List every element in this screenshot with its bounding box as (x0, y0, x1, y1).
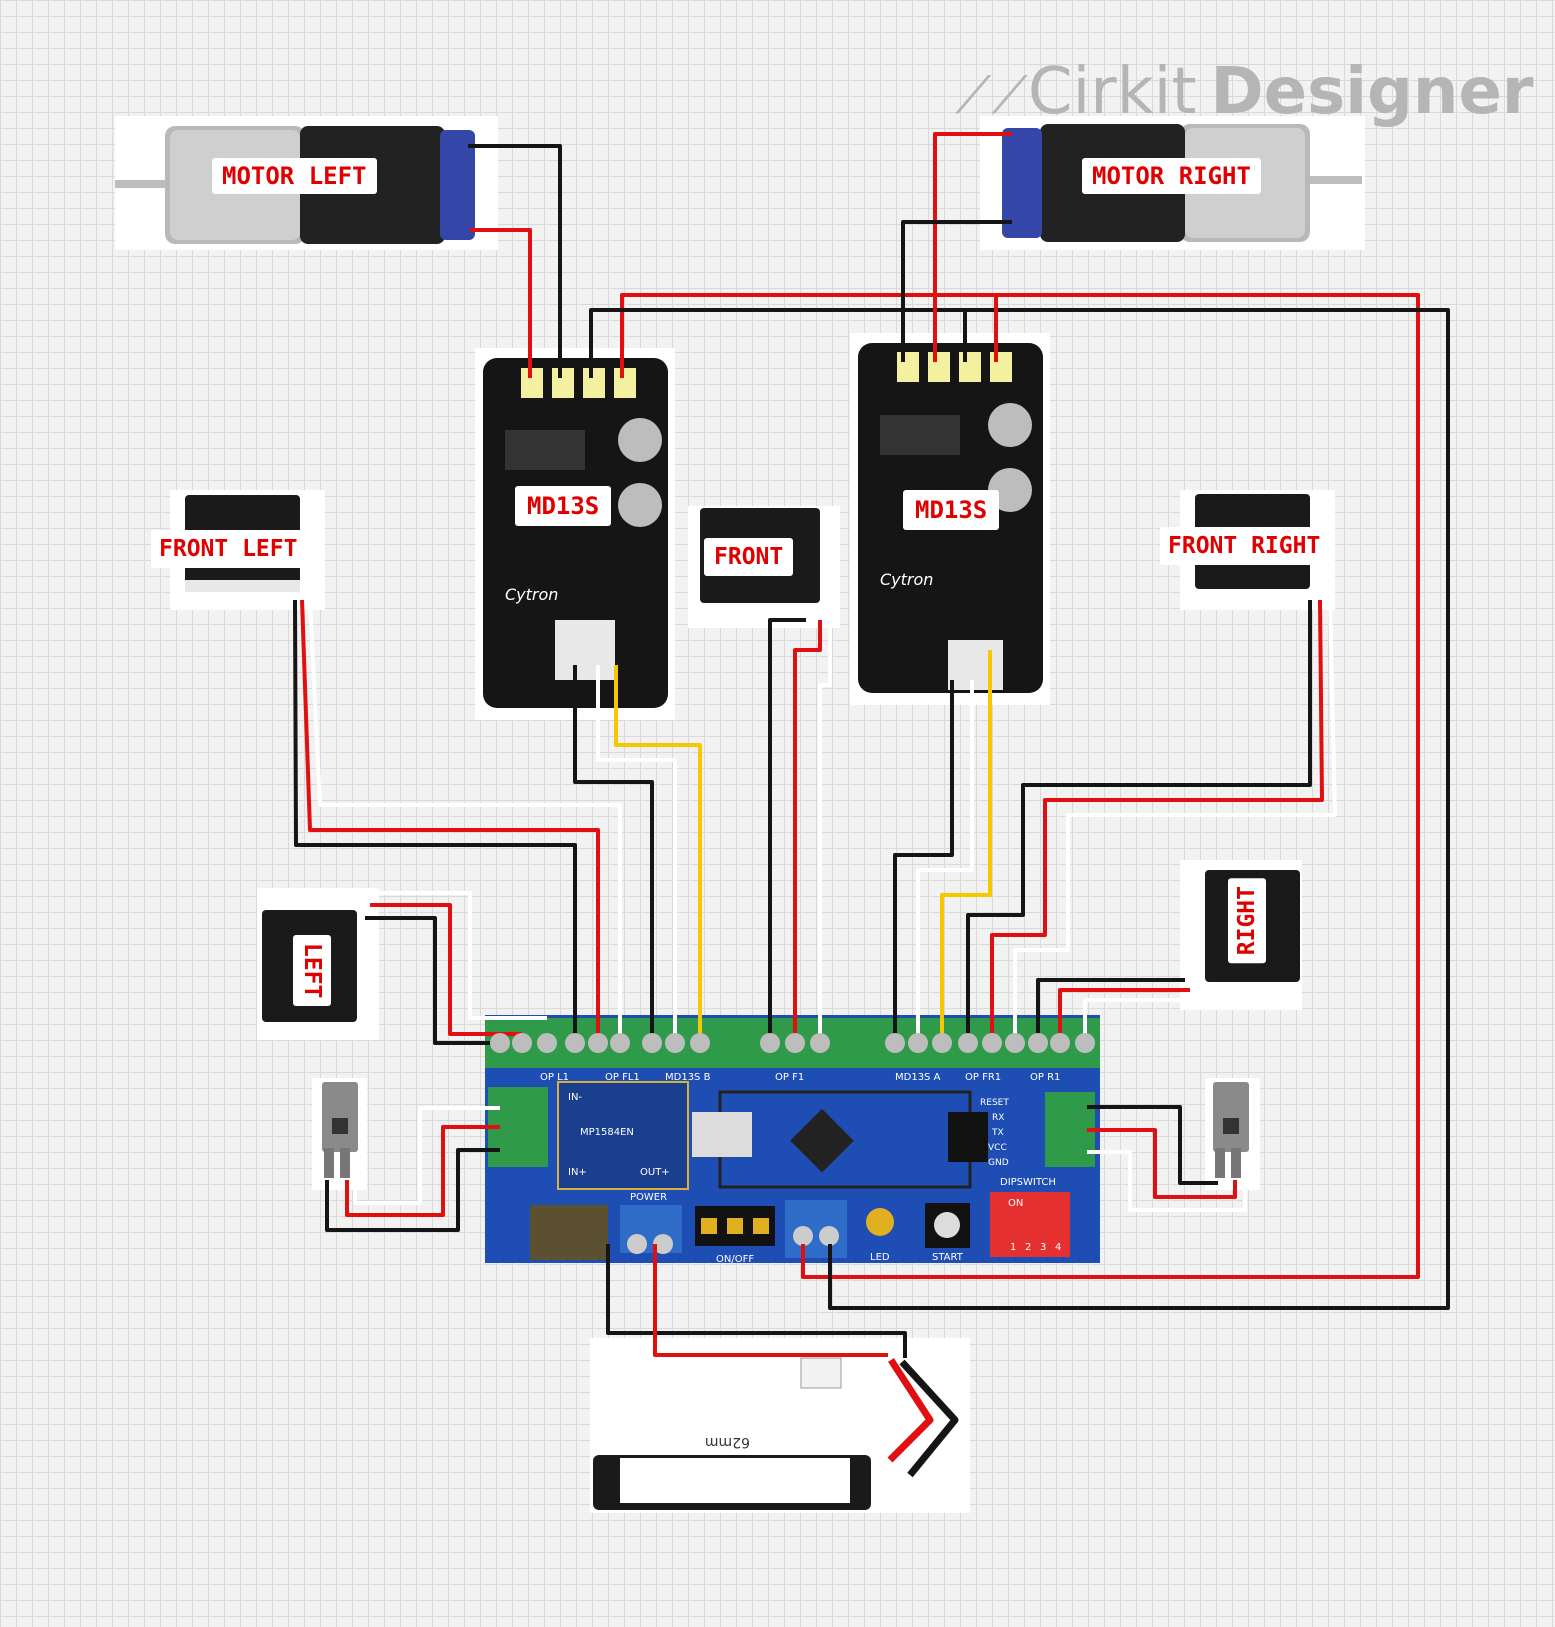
driver-left-brand: Cytron (505, 585, 558, 604)
label-left: LEFT (293, 935, 331, 1007)
label-driver-right: MD13S (903, 490, 1000, 530)
wire-driver-left-dir-black (573, 665, 654, 1034)
led-label: LED (870, 1252, 890, 1263)
wire-front-right-black (966, 600, 1312, 1034)
battery[interactable]: 62mm (590, 1338, 970, 1513)
wire-encoder-left-black (325, 1148, 500, 1232)
wire-right-red (1058, 988, 1190, 1034)
encoder-right[interactable] (1205, 1078, 1260, 1190)
wire-encoder-right-white (1087, 1150, 1247, 1212)
dipswitch-label: DIPSWITCH (1000, 1177, 1056, 1188)
wire-front-right-white (1013, 599, 1337, 1034)
md13s-driver-right[interactable]: Cytron (850, 333, 1050, 705)
uart-vcc-label: VCC (988, 1143, 1007, 1153)
terminal-row-top (490, 1033, 1095, 1053)
wire-driver-left-pwm-white (596, 665, 677, 1034)
wire-battery-black (606, 1244, 907, 1358)
uart-reset-label: RESET (980, 1098, 1009, 1108)
wire-battery-lead-red (887, 1358, 934, 1463)
wire-battery-red (653, 1244, 888, 1357)
label-front: FRONT (704, 538, 794, 576)
wire-motor-left-red (470, 228, 532, 378)
buck-label: MP1584EN (580, 1127, 634, 1138)
wire-encoder-left-white (353, 1106, 500, 1205)
buck-in-minus-label: IN- (568, 1092, 582, 1103)
wire-right-white (1083, 998, 1195, 1034)
wire-driver-right-dir-black (893, 680, 954, 1034)
label-motor-right: MOTOR RIGHT (1082, 158, 1261, 194)
uart-tx-label: TX (991, 1128, 1004, 1138)
dip-number-3: 3 (1040, 1242, 1046, 1253)
terminal-label-op-f1: OP F1 (775, 1072, 804, 1083)
wire-motor-left-black (468, 144, 562, 378)
terminal-label-op-l1: OP L1 (540, 1072, 569, 1083)
label-right: RIGHT (1228, 878, 1266, 964)
encoder-left[interactable] (312, 1078, 367, 1190)
wire-front-black (768, 618, 806, 1034)
terminal-label-op-r1: OP R1 (1030, 1072, 1060, 1083)
terminal-label-md13s-a: MD13S A (895, 1072, 941, 1083)
wire-left-black (365, 916, 500, 1045)
power-label: POWER (630, 1192, 667, 1203)
buck-out-plus-label: OUT+ (640, 1167, 670, 1178)
battery-dimension-label: 62mm (705, 1434, 750, 1450)
wire-right-black (1036, 978, 1185, 1034)
dip-number-1: 1 (1010, 1242, 1016, 1253)
wire-front-white (818, 620, 832, 1034)
wire-front-left-red (300, 599, 600, 1034)
dip-number-2: 2 (1025, 1242, 1031, 1253)
wire-front-red (793, 620, 822, 1034)
wire-motor-right-red (933, 132, 1012, 362)
label-motor-left: MOTOR LEFT (212, 158, 377, 194)
wire-left-red (370, 903, 522, 1036)
terminal-label-op-fr1: OP FR1 (965, 1072, 1001, 1083)
driver-right-brand: Cytron (880, 570, 933, 589)
label-front-left: FRONT LEFT (151, 530, 306, 568)
onoff-label: ON/OFF (716, 1254, 754, 1265)
dip-number-4: 4 (1055, 1242, 1061, 1253)
label-front-right: FRONT RIGHT (1160, 527, 1329, 565)
label-driver-left: MD13S (515, 486, 612, 526)
dip-on-label: ON (1008, 1198, 1023, 1209)
uart-gnd-label: GND (988, 1158, 1009, 1168)
wire-driver-right-pwm-yellow (940, 650, 992, 1034)
wire-driver-right-pwm-white (916, 680, 974, 1034)
wire-encoder-right-black (1087, 1105, 1218, 1185)
start-label: START (932, 1252, 964, 1263)
controller-board[interactable] (485, 1015, 1100, 1263)
wire-front-left-white (308, 599, 622, 1034)
wire-left-white (375, 891, 547, 1020)
terminal-label-md13s-b: MD13S B (665, 1072, 711, 1083)
wire-battery-lead-black (899, 1359, 959, 1478)
terminal-label-op-fl1: OP FL1 (605, 1072, 640, 1083)
wire-encoder-right-red (1087, 1128, 1237, 1199)
wire-driver-left-gnd-black (589, 308, 1450, 1310)
wire-motor-right-black (901, 220, 1012, 362)
wire-front-left-black (293, 599, 577, 1034)
uart-rx-label: RX (992, 1113, 1004, 1123)
motor-right[interactable] (980, 116, 1365, 250)
wire-driver-left-pwm-yellow (614, 665, 702, 1034)
buck-in-plus-label: IN+ (568, 1167, 587, 1178)
wire-encoder-left-red (345, 1125, 500, 1217)
wire-front-right-red (990, 599, 1324, 1034)
md13s-driver-left[interactable]: Cytron (475, 348, 675, 720)
